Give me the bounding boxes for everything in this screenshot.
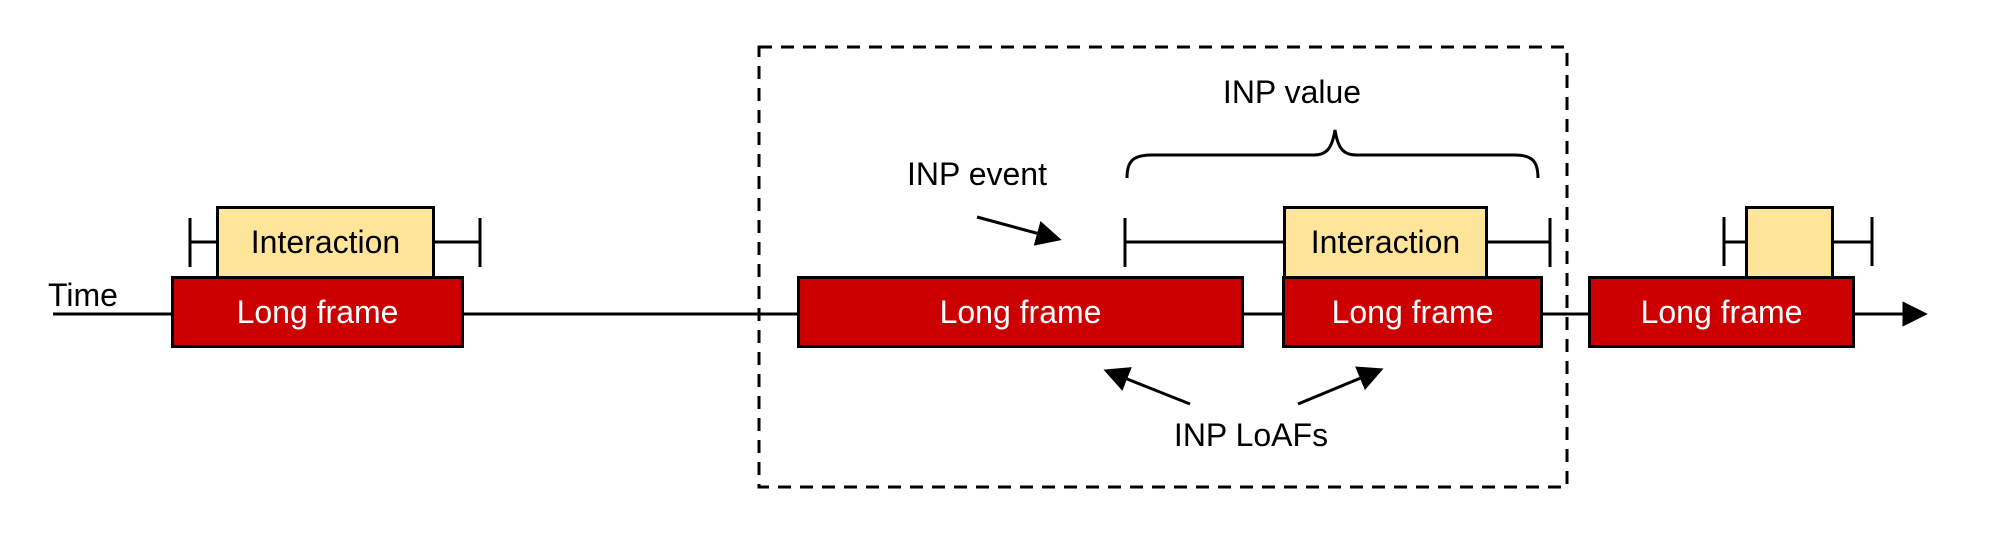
long-frame-box-2: Long frame xyxy=(797,276,1244,348)
interaction-box-1: Interaction xyxy=(216,206,435,279)
interaction-box-2: Interaction xyxy=(1283,206,1488,279)
inp-loafs-left-arrow-icon xyxy=(1103,367,1191,406)
long-frame-box-1: Long frame xyxy=(171,276,464,348)
inp-event-label: INP event xyxy=(907,156,1047,192)
long-frame-box-4: Long frame xyxy=(1588,276,1855,348)
interaction1-duration-ticks xyxy=(188,218,482,267)
inp-value-duration-ticks xyxy=(1123,218,1552,267)
time-axis-label: Time xyxy=(48,277,118,313)
inp-region-dashed-box xyxy=(757,45,1569,489)
interaction3-duration-ticks xyxy=(1722,217,1874,266)
inp-value-label: INP value xyxy=(1222,74,1362,110)
interaction-box-3 xyxy=(1745,206,1834,279)
inp-value-brace xyxy=(1125,129,1540,179)
inp-loafs-label: INP LoAFs xyxy=(1173,417,1329,453)
inp-event-arrow-icon xyxy=(976,215,1062,246)
long-frame-box-3: Long frame xyxy=(1282,276,1543,348)
inp-loafs-right-arrow-icon xyxy=(1297,366,1384,406)
